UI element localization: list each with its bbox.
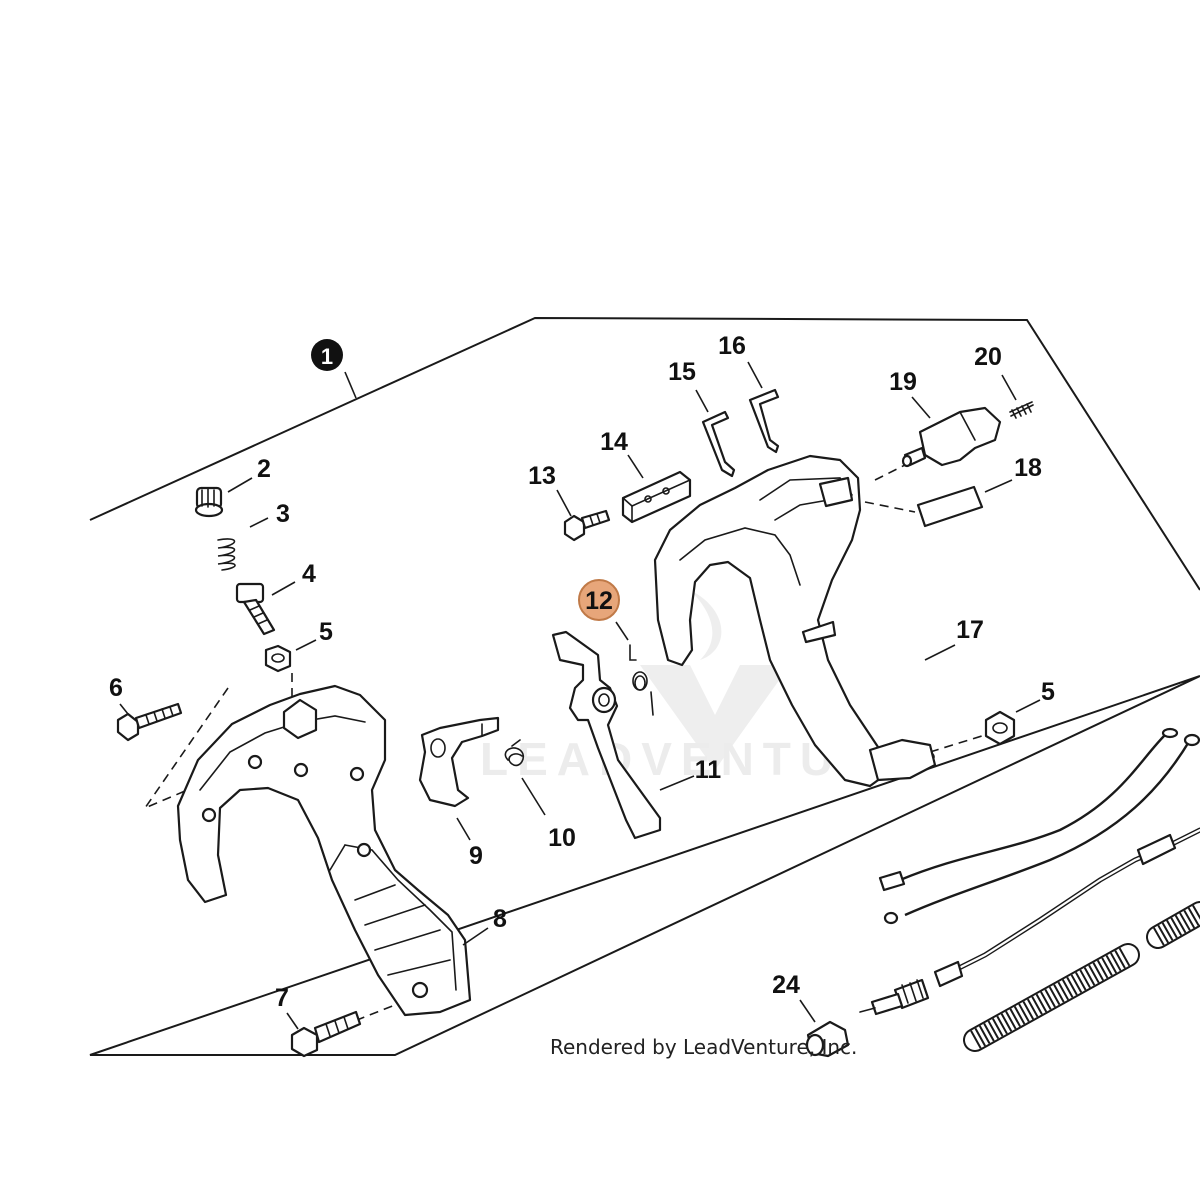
cable-sleeve-long xyxy=(963,943,1140,1052)
label-24: 24 xyxy=(772,971,800,999)
leader-5b xyxy=(1015,699,1041,713)
part-5-nut-left xyxy=(264,644,292,673)
label-7: 7 xyxy=(275,984,289,1012)
label-11: 11 xyxy=(695,756,722,784)
label-17: 17 xyxy=(956,616,984,644)
part-20-spring xyxy=(1009,401,1034,419)
leader-7 xyxy=(286,1012,299,1030)
part-9-lever xyxy=(418,716,500,808)
leader-1 xyxy=(344,371,357,399)
label-14: 14 xyxy=(600,428,628,456)
leader-11 xyxy=(659,775,695,791)
part-12-spring xyxy=(629,644,654,716)
part-5-nut-right xyxy=(984,710,1016,746)
label-20: 20 xyxy=(974,343,1002,371)
assembly-outline xyxy=(89,316,1200,1056)
part-19-button xyxy=(901,406,1002,468)
label-6: 6 xyxy=(109,674,123,702)
part-4-bolt xyxy=(235,582,276,636)
wire-harness xyxy=(878,727,1200,925)
leader-2 xyxy=(227,477,253,493)
part-18-block xyxy=(916,485,984,528)
leader-9 xyxy=(456,817,471,841)
label-13: 13 xyxy=(528,462,556,490)
label-5-left: 5 xyxy=(319,618,333,646)
leader-24 xyxy=(799,999,816,1023)
leader-15 xyxy=(695,389,709,413)
leader-16 xyxy=(747,361,763,389)
dashed-guide-19 xyxy=(874,464,906,481)
label-2: 2 xyxy=(257,455,271,483)
label-19: 19 xyxy=(889,368,917,396)
leader-5a xyxy=(295,639,317,651)
leader-12 xyxy=(615,621,629,641)
leader-18 xyxy=(984,479,1013,493)
label-10: 10 xyxy=(548,824,576,852)
callout-12-highlighted[interactable]: 12 xyxy=(578,579,620,621)
part-13-screw xyxy=(563,509,611,542)
leader-17 xyxy=(924,644,956,661)
part-7-screw xyxy=(290,1010,362,1058)
part-24-cap xyxy=(805,1020,850,1058)
part-2-knob xyxy=(194,486,224,518)
part-11-trigger xyxy=(551,630,662,840)
leader-13 xyxy=(556,489,572,517)
part-17-handle-half xyxy=(653,454,937,788)
part-16-bracket xyxy=(748,388,780,454)
leader-20 xyxy=(1001,374,1017,401)
callout-1-text: 1 xyxy=(321,344,333,369)
part-10-spring xyxy=(504,739,525,767)
part-labels: 2 3 4 5 5 6 7 8 9 10 11 13 14 15 16 17 1… xyxy=(109,332,1055,1012)
label-3: 3 xyxy=(276,500,290,528)
part-15-bracket xyxy=(701,410,736,478)
label-9: 9 xyxy=(469,842,483,870)
label-5-right: 5 xyxy=(1041,678,1055,706)
leader-6 xyxy=(119,703,129,715)
leader-4 xyxy=(271,581,296,596)
cable-sleeve-short xyxy=(1146,901,1200,949)
callout-1: 1 xyxy=(311,339,343,371)
label-12[interactable]: 12 xyxy=(585,587,613,615)
dashed-guide-7 xyxy=(351,994,421,1023)
part-14-plate xyxy=(621,470,692,524)
leader-10 xyxy=(521,777,546,816)
part-8-handle-half xyxy=(176,684,472,1017)
label-16: 16 xyxy=(718,332,746,360)
throttle-cable xyxy=(859,827,1200,1016)
label-8: 8 xyxy=(493,905,507,933)
leader-3 xyxy=(249,517,269,528)
highlight-circle[interactable] xyxy=(578,579,620,621)
part-6-screw xyxy=(116,702,183,742)
leader-14 xyxy=(627,454,644,479)
label-4: 4 xyxy=(302,560,316,588)
label-15: 15 xyxy=(668,358,696,386)
label-18: 18 xyxy=(1014,454,1042,482)
leader-8 xyxy=(462,927,489,946)
part-3-spring xyxy=(217,538,236,571)
credit-text: Rendered by LeadVenture, Inc. xyxy=(550,1035,857,1059)
leader-19 xyxy=(911,396,931,419)
dashed-guide-5b xyxy=(929,734,986,753)
